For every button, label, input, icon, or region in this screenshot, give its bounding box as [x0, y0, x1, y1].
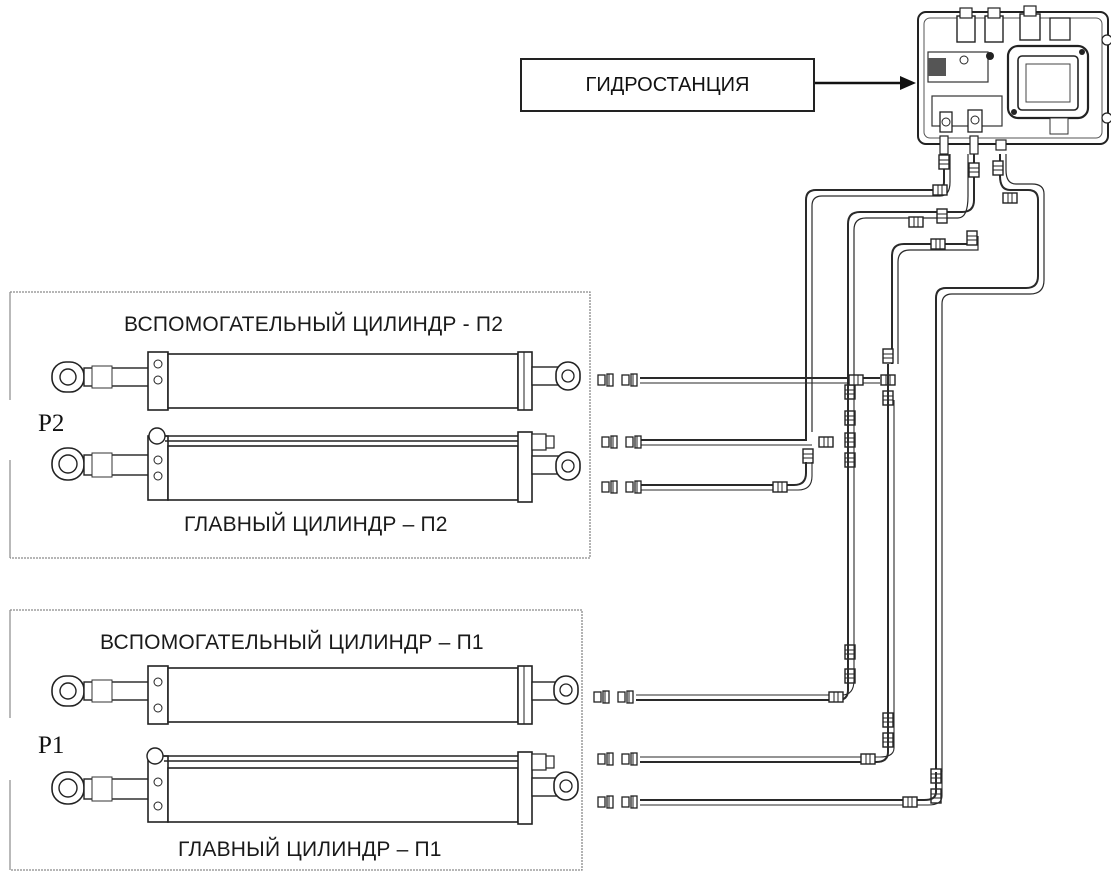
- cylinder-aux-p2: [51, 351, 581, 411]
- cylinder-main-p1: [51, 747, 579, 825]
- station-arrow: [815, 76, 916, 90]
- station-hoses: [805, 154, 1045, 772]
- distribution-fittings: [802, 348, 942, 804]
- station-hose-fittings: [908, 154, 1018, 250]
- group-label-p2: P2: [38, 410, 65, 437]
- group-frame-p2: [9, 291, 591, 559]
- aux-cylinder-label-p1: ВСПОМОГАТЕЛЬНЫЙ ЦИЛИНДР – П1: [100, 631, 484, 654]
- group-frame-p1: [9, 609, 583, 871]
- p2-connection-lines: [636, 364, 943, 806]
- main-cylinder-label-p1: ГЛАВНЫЙ ЦИЛИНДР – П1: [178, 838, 442, 861]
- main-cylinder-label-p2: ГЛАВНЫЙ ЦИЛИНДР – П2: [184, 513, 448, 536]
- hydraulic-station-unit: [917, 5, 1111, 155]
- group-label-p1: P1: [38, 732, 65, 759]
- hydraulic-station-label: ГИДРОСТАНЦИЯ: [520, 58, 815, 112]
- cylinder-main-p2: [51, 427, 581, 503]
- aux-cylinder-label-p2: ВСПОМОГАТЕЛЬНЫЙ ЦИЛИНДР - П2: [124, 313, 504, 336]
- cylinder-aux-p1: [51, 665, 579, 725]
